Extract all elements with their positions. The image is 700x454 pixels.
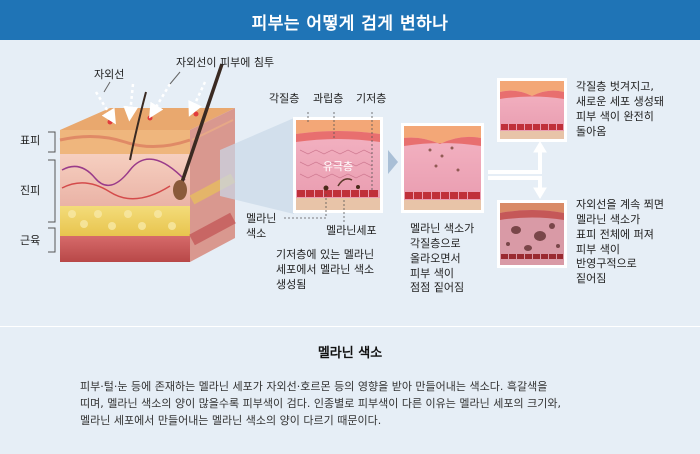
- split-arrows: [488, 141, 547, 199]
- panel1-caption: 기저층에 있는 멜라닌 세포에서 멜라닌 색소 생성됨: [276, 248, 375, 291]
- description-line: 피부·털·눈 등에 존재하는 멜라닌 세포가 자외선·호르몬 등의 영향을 받아…: [80, 380, 548, 393]
- uv-arrows: [94, 81, 207, 125]
- description-line: 띠며, 멜라닌 색소의 양이 많을수록 피부색이 검다. 인종별로 피부색이 다…: [80, 397, 561, 411]
- melanin-cell-label: 멜라닌세포: [326, 224, 377, 237]
- layer-brackets: [48, 131, 56, 253]
- uv-label: 자외선: [94, 68, 125, 81]
- arrow-to-panel2: [388, 150, 398, 174]
- melanocyte-label: 멜라닌 색소: [246, 212, 277, 240]
- zoom-lens: [220, 118, 294, 214]
- spinous-layer-label: 유극층: [323, 160, 353, 173]
- basal-layer-label: 기저층: [356, 92, 387, 105]
- dermis-label: 진피: [20, 184, 41, 197]
- description-line: 멜라닌 세포에서 만들어내는 멜라닌 색소의 양이 다르기 때문이다.: [80, 414, 382, 428]
- page-title: 피부는 어떻게 검게 변하나: [251, 14, 449, 34]
- skin-diagram: 유극층: [48, 63, 567, 268]
- panel-skin-darkened: [497, 200, 567, 268]
- section-title: 멜라닌 색소: [317, 346, 383, 361]
- skin-block: [59, 63, 236, 262]
- panel-melanin-rising: [401, 123, 484, 213]
- epidermis-label: 표피: [20, 134, 41, 147]
- stratum-corneum-label: 각질층: [269, 92, 300, 105]
- panel4-caption: 자외선을 계속 쬐면 멜라닌 색소가 표피 전체에 퍼져 피부 색이 반영구적으…: [576, 198, 664, 286]
- section-divider: [0, 326, 700, 327]
- uv-pointer-lines: [103, 71, 181, 93]
- granular-layer-label: 과립층: [313, 92, 344, 105]
- panel3-caption: 각질층 벗겨지고, 새로운 세포 생성돼 피부 색이 완전히 돌아옴: [576, 80, 664, 138]
- panel-skin-structure: [284, 112, 383, 222]
- panel2-caption: 멜라닌 색소가 각질층으로 올라오면서 피부 색이 점점 짙어짐: [410, 222, 475, 295]
- section-description: 피부·털·눈 등에 존재하는 멜라닌 세포가 자외선·호르몬 등의 영향을 받아…: [80, 378, 640, 429]
- uv-penetration-label: 자외선이 피부에 침투: [176, 56, 275, 69]
- panel-skin-recovered: [497, 78, 567, 142]
- header-bar: 피부는 어떻게 검게 변하나: [0, 0, 700, 40]
- muscle-label: 근육: [20, 234, 41, 247]
